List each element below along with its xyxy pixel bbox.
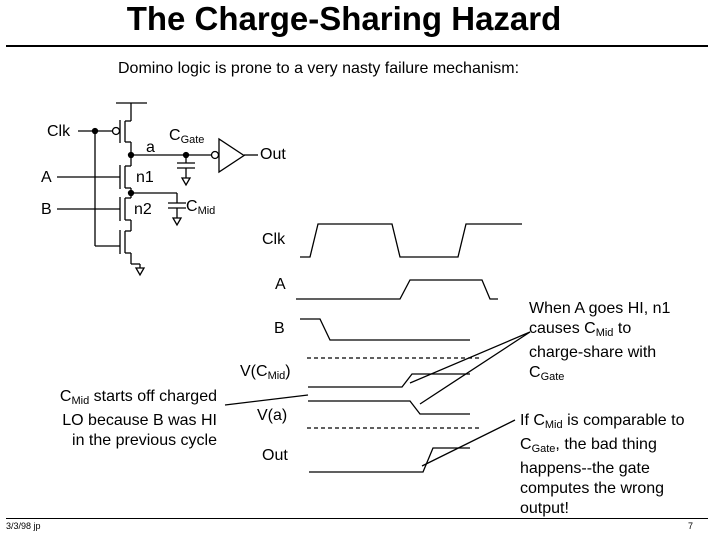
note-cmid-start: CMid starts off charged LO because B was… — [59, 388, 217, 449]
waveform-label-b: B — [274, 320, 285, 337]
waveform-label-v-cmid: V(CMid) — [240, 363, 291, 382]
waveform-label-a: A — [275, 276, 286, 293]
waveform-label-out: Out — [262, 447, 288, 464]
input-a-label: A — [41, 169, 52, 186]
c-gate-label: CGate — [169, 127, 205, 146]
arrow-to-cmid-start — [224, 394, 309, 406]
domino-circuit — [57, 102, 258, 277]
node-n2-label: n2 — [134, 201, 152, 218]
waveform-a — [296, 279, 498, 300]
out-label: Out — [260, 146, 286, 163]
waveform-clk — [300, 223, 522, 258]
waveform-out — [309, 447, 470, 473]
page-number: 7 — [688, 521, 694, 531]
footer-rule — [6, 518, 708, 519]
input-b-label: B — [41, 201, 52, 218]
timing-waveforms — [224, 223, 531, 473]
note-charge-share: When A goes HI, n1 causes CMid to charge… — [529, 300, 671, 383]
slide-subtitle: Domino logic is prone to a very nasty fa… — [118, 60, 520, 77]
arrow-to-out — [421, 419, 516, 467]
title-rule — [6, 45, 708, 47]
arrow-to-va — [419, 331, 531, 405]
note-bad-thing: If CMid is comparable to CGate, the bad … — [520, 412, 685, 517]
slide-title: The Charge-Sharing Hazard — [126, 0, 562, 37]
waveform-b — [300, 318, 470, 341]
c-mid-label: CMid — [186, 198, 216, 217]
node-n1-label: n1 — [136, 169, 154, 186]
waveform-label-v-a: V(a) — [257, 407, 288, 424]
clk-label: Clk — [47, 123, 71, 140]
waveform-label-clk: Clk — [262, 231, 286, 248]
arrow-to-vcmid — [409, 331, 531, 384]
waveform-v-a — [308, 400, 470, 415]
node-a-label: a — [146, 139, 155, 156]
footer-date: 3/3/98 jp — [6, 521, 41, 531]
waveform-v-cmid — [308, 373, 470, 388]
